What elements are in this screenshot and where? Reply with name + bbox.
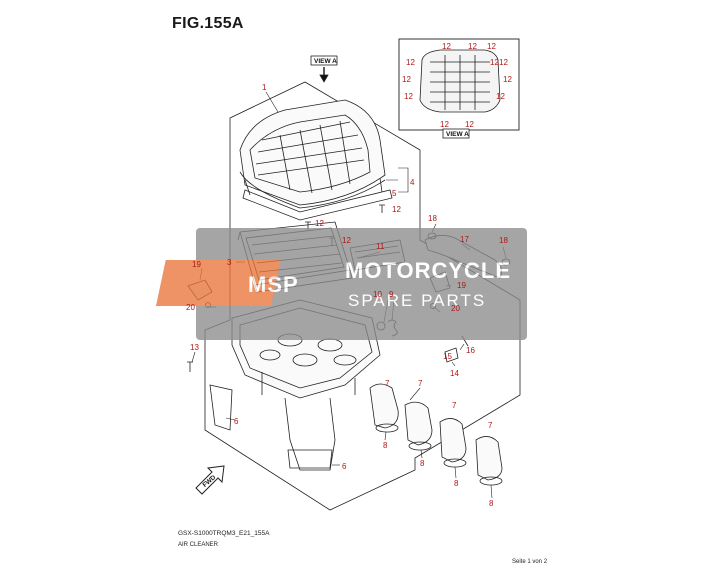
inset-callout: 12 [465,120,474,129]
callout-4: 4 [410,178,415,187]
intake-funnels [369,383,503,486]
callout-9: 9 [389,290,394,299]
callout-11: 11 [376,242,385,251]
view-a-main-label: VIEW A [314,58,337,65]
sensor-14 [444,347,459,363]
watermark-line1: MOTORCYCLE [345,258,511,283]
callout-7d: 7 [488,421,493,430]
callout-numbers: 1 3 4 5 6 6 7 7 7 7 8 8 8 8 9 10 11 12 1… [186,83,508,508]
callout-13: 13 [190,343,199,352]
figure-title: FIG.155A [172,15,244,32]
inset-callout: 12 [487,42,496,51]
callout-1: 1 [262,83,267,92]
watermark-logo-box [155,260,281,306]
watermark: MSP MOTORCYCLE SPARE PARTS [155,228,527,340]
callout-7b: 7 [385,379,390,388]
inset-callout: 12 [404,92,413,101]
page-number: Seite 1 von 2 [512,559,548,565]
callout-5: 5 [392,189,397,198]
callout-8a: 8 [383,441,388,450]
callout-8c: 8 [454,479,459,488]
callout-19b: 19 [457,281,466,290]
view-a-inset-label: VIEW A [446,131,469,138]
callout-19a: 19 [192,260,201,269]
inset-callout: 12 [402,75,411,84]
inset-callout: 12 [499,58,508,67]
callout-6b: 6 [342,462,347,471]
air-cleaner-cover [239,99,386,209]
inset-callout: 12 [496,92,505,101]
inset-callout: 12 [468,42,477,51]
model-code: GSX-S1000TRQM3_E21_155A [178,530,270,537]
callout-7c: 7 [452,401,457,410]
callout-7a: 7 [418,379,423,388]
inset-callout: 12 [442,42,451,51]
callout-8b: 8 [420,459,425,468]
inset-callout-numbers: 12 12 12 12 12 12 12 12 12 12 12 12 [402,42,512,129]
inset-callout: 12 [406,58,415,67]
callout-16: 16 [466,346,475,355]
callout-14: 14 [450,369,459,378]
callout-20b: 20 [451,304,460,313]
callout-3: 3 [227,258,232,267]
callout-12a: 12 [315,219,324,228]
callout-8d: 8 [489,499,494,508]
callout-10: 10 [373,290,382,299]
callout-20a: 20 [186,303,195,312]
callout-17: 17 [460,235,469,244]
inset-callout: 12 [503,75,512,84]
view-a-inset-cover [419,49,501,113]
inset-callout: 12 [490,58,499,67]
callout-18a: 18 [428,214,437,223]
callout-18b: 18 [499,236,508,245]
watermark-logo: MSP [248,272,299,297]
callout-6a: 6 [234,417,239,426]
inset-callout: 12 [440,120,449,129]
view-a-label-box [310,55,338,66]
callout-12c: 12 [392,205,401,214]
diagram-caption: AIR CLEANER [178,542,219,548]
callout-12b: 12 [342,236,351,245]
callout-15: 15 [443,352,452,361]
watermark-line2: SPARE PARTS [348,291,486,310]
watermark-band [196,228,527,340]
cover-gasket [242,189,393,221]
fwd-arrow [195,465,225,495]
